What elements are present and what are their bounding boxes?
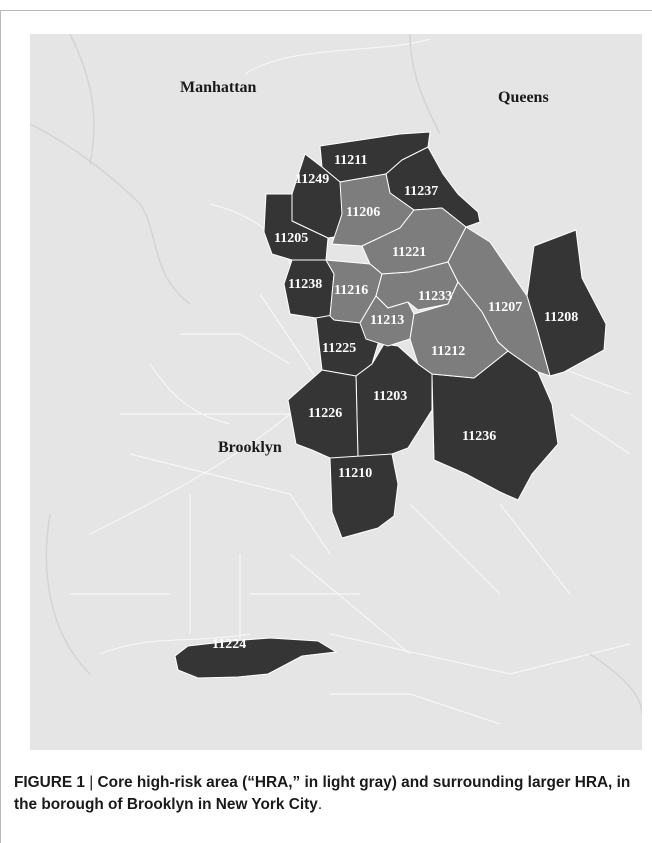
zip-label-11226: 11226: [308, 406, 342, 421]
zip-label-11211: 11211: [334, 153, 367, 168]
brooklyn-zip-map: Manhattan Queens Brooklyn 11211 11249 11…: [30, 34, 642, 750]
zip-label-11206: 11206: [346, 205, 380, 220]
zip-labels: 11211 11249 11237 11206 11205 11221 1123…: [212, 153, 578, 652]
zip-area-11207: [447, 226, 551, 377]
zip-label-11233: 11233: [418, 289, 452, 304]
zip-label-11213: 11213: [370, 313, 404, 328]
caption-figure-label: FIGURE 1: [14, 774, 85, 791]
zip-label-11203: 11203: [373, 389, 407, 404]
surrounding-hra-areas: [174, 131, 607, 679]
shoreline: [30, 34, 642, 715]
zip-area-11212: [409, 281, 509, 379]
caption-end: .: [317, 796, 323, 813]
region-label-queens: Queens: [498, 89, 549, 106]
zip-label-11237: 11237: [404, 184, 438, 199]
caption-text: Core high-risk area (“HRA,” in light gra…: [14, 774, 631, 813]
zip-label-11225: 11225: [322, 341, 356, 356]
core-hra-areas: [325, 173, 551, 379]
background-boundaries: [70, 38, 631, 725]
zip-label-11216: 11216: [334, 283, 368, 298]
zip-label-11208: 11208: [544, 310, 578, 325]
zip-area-11226: [287, 369, 359, 459]
zip-label-11210: 11210: [338, 466, 372, 481]
zip-label-11221: 11221: [392, 245, 426, 260]
frame-left-border: [0, 10, 1, 843]
zip-area-11210: [329, 453, 399, 539]
zip-label-11249: 11249: [295, 172, 329, 187]
zip-label-11236: 11236: [462, 429, 496, 444]
zip-label-11238: 11238: [288, 277, 322, 292]
region-label-manhattan: Manhattan: [180, 79, 257, 96]
zip-area-11224: [174, 637, 338, 679]
caption-separator: |: [84, 774, 98, 791]
map-svg: Manhattan Queens Brooklyn 11211 11249 11…: [30, 34, 642, 750]
figure-caption: FIGURE 1 | Core high-risk area (“HRA,” i…: [14, 772, 644, 816]
region-label-brooklyn: Brooklyn: [218, 439, 282, 456]
zip-label-11205: 11205: [274, 231, 308, 246]
zip-label-11224: 11224: [212, 637, 246, 652]
zip-label-11212: 11212: [431, 344, 465, 359]
zip-label-11207: 11207: [488, 300, 522, 315]
frame-top-border: [0, 10, 652, 11]
